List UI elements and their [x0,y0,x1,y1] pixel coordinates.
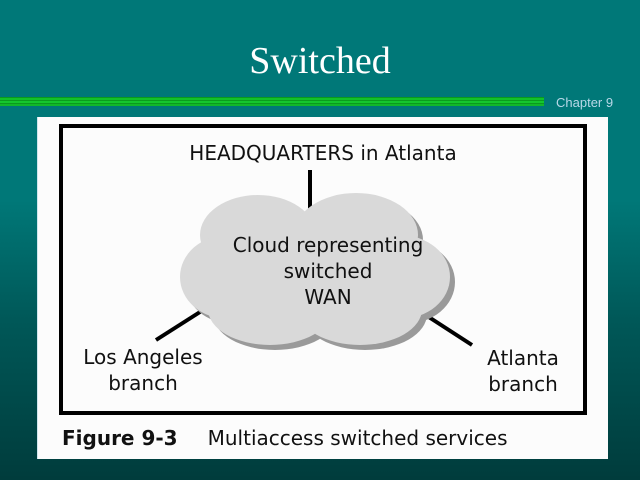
cloud-label: Cloud representing switched WAN [188,232,468,310]
los-angeles-branch-label: Los Angeles branch [68,344,218,396]
slide-title: Switched [249,40,391,82]
figure-caption-text: Multiaccess switched services [207,426,508,450]
network-diagram [154,170,474,350]
cloud-label-line: Cloud representing [232,233,424,257]
atlanta-label-line: branch [488,372,558,396]
figure-caption: Figure 9-3 Multiaccess switched services [62,426,508,450]
headquarters-label: HEADQUARTERS in Atlanta [189,141,457,165]
figure-frame [59,124,587,415]
chapter-label: Chapter 9 [556,95,614,110]
cloud-label-line: switched [283,259,373,283]
cloud-label-line: WAN [304,285,352,309]
la-label-line: Los Angeles [83,345,203,369]
atlanta-branch-label: Atlanta branch [463,345,583,397]
accent-bar [0,97,544,106]
la-label-line: branch [108,371,178,395]
figure-number: Figure 9-3 [62,426,178,450]
atlanta-label-line: Atlanta [487,346,559,370]
cloud-icon [180,193,450,345]
figure-panel: HEADQUARTERS in Atlanta Cloud representi… [37,117,608,459]
